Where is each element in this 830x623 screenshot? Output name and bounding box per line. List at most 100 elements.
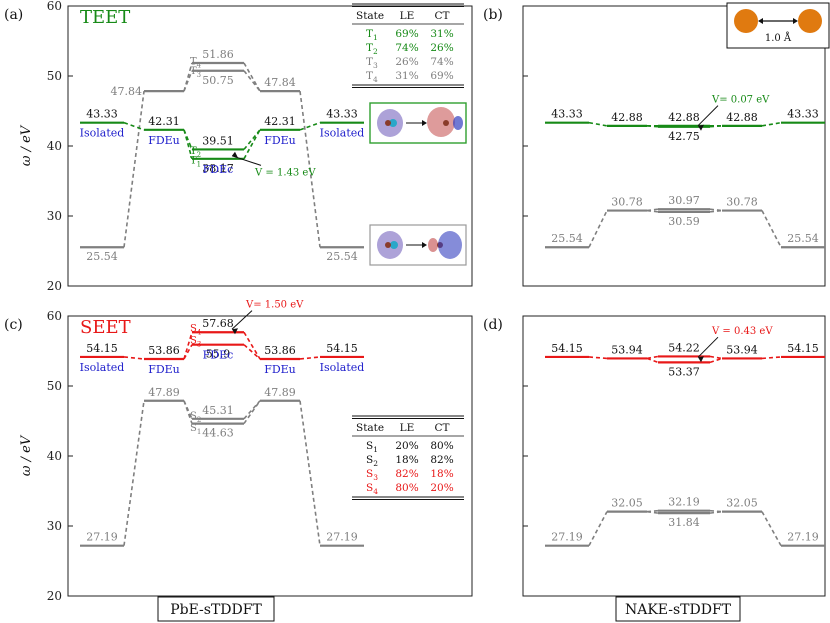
energy-value-label: 25.54 — [551, 232, 583, 245]
energy-value-label: 50.75 — [202, 74, 234, 87]
table-cell-state-subscript: 1 — [373, 445, 378, 454]
energy-value-label: 27.19 — [787, 531, 819, 544]
table-cell-state: T2 — [366, 42, 378, 56]
level-connector — [183, 344, 193, 360]
table-header: CT — [434, 10, 449, 22]
energy-value-label: 25.54 — [787, 232, 819, 245]
table-cell-state: S4 — [366, 482, 378, 496]
energy-value-label: 42.88 — [726, 111, 758, 124]
level-connector — [761, 121, 782, 127]
energy-value-label: 31.84 — [668, 516, 700, 529]
energy-value-label: 38.17 — [202, 162, 234, 175]
panel-a-tag: (a) — [4, 7, 23, 23]
state-label-subscript: 4 — [197, 329, 202, 337]
level-connector — [709, 209, 723, 213]
level-connector — [123, 400, 145, 546]
panel-a-title: TEET — [80, 7, 130, 28]
coupling-annotation: V= 1.50 eV — [245, 300, 304, 311]
table-cell-state-subscript: 3 — [373, 61, 378, 70]
annotation-arrowhead — [698, 124, 704, 131]
level-connector — [646, 209, 659, 213]
stage-label: FDEc — [203, 349, 234, 362]
energy-value-label: 42.88 — [611, 111, 643, 124]
y-tick-label: 40 — [47, 449, 62, 463]
y-tick-label: 20 — [47, 589, 62, 603]
y-tick-label: 60 — [47, 0, 62, 13]
state-label-subscript: 1 — [197, 161, 201, 169]
stage-label: FDEc — [203, 163, 234, 176]
table-cell-ct: 69% — [430, 70, 453, 82]
energy-value-label: 55.9 — [206, 348, 231, 361]
level-connector — [646, 125, 659, 128]
energy-value-label: 47.89 — [264, 386, 296, 399]
energy-value-label: 27.19 — [326, 531, 358, 544]
level-connector — [588, 210, 608, 248]
method-box-right — [615, 596, 741, 622]
energy-value-label: 44.63 — [202, 427, 234, 440]
table-cell-le: 74% — [395, 42, 418, 54]
state-label-subscript: 2 — [197, 416, 201, 424]
table-cell-state: T3 — [366, 56, 378, 70]
state-label: S3 — [190, 336, 201, 349]
level-connector — [243, 344, 261, 360]
energy-value-label: 42.88 — [668, 111, 700, 124]
level-connector — [709, 357, 723, 364]
table-cell-ct: 20% — [430, 482, 453, 494]
inset-distance-label: 1.0 Å — [765, 32, 792, 44]
annotation-arrowhead — [232, 328, 238, 335]
state-label-subscript: 2 — [197, 151, 201, 159]
level-connector — [123, 121, 145, 131]
level-connector — [243, 70, 261, 92]
table-cell-state-subscript: 2 — [373, 47, 378, 56]
energy-value-label: 45.31 — [202, 404, 234, 417]
state-label-subscript: 1 — [197, 428, 201, 436]
stage-label: Isolated — [320, 127, 365, 140]
energy-value-label: 54.15 — [787, 342, 819, 355]
level-connector — [183, 62, 193, 92]
table-cell-le: 82% — [395, 468, 418, 480]
energy-value-label: 42.31 — [264, 115, 296, 128]
y-tick-label: 30 — [47, 209, 62, 223]
table-cell-state-subscript: 4 — [373, 75, 378, 84]
method-label-left: PbE-sTDDFT — [170, 602, 262, 618]
level-connector — [761, 511, 782, 547]
state-label-subscript: 3 — [197, 341, 201, 349]
state-label-subscript: 4 — [197, 61, 202, 69]
table-cell-le: 69% — [395, 28, 418, 40]
energy-value-label: 30.78 — [611, 196, 643, 209]
annotation-arrowhead — [232, 151, 238, 158]
table-cell-le: 20% — [395, 440, 418, 452]
level-connector — [183, 332, 193, 360]
energy-value-label: 53.86 — [148, 344, 180, 357]
table-header: LE — [400, 10, 415, 22]
energy-value-label: 54.15 — [551, 342, 583, 355]
table-cell-ct: 80% — [430, 440, 453, 452]
stage-label: FDEu — [148, 134, 180, 147]
level-connector — [709, 510, 723, 514]
table-cell-state: S2 — [366, 454, 378, 468]
energy-value-label: 53.37 — [668, 365, 700, 378]
level-connector — [646, 357, 659, 364]
y-tick-label: 20 — [47, 279, 62, 293]
table-cell-le: 26% — [395, 56, 418, 68]
table-cell-state-subscript: 1 — [373, 33, 378, 42]
state-label: T4 — [190, 56, 202, 69]
level-connector — [123, 91, 145, 248]
energy-value-label: 32.05 — [726, 497, 758, 510]
level-connector — [123, 356, 145, 360]
table-cell-ct: 82% — [430, 454, 453, 466]
state-label: T3 — [190, 66, 201, 79]
level-connector — [299, 356, 321, 360]
table-header: LE — [400, 422, 415, 434]
method-label-right: NAKE-sTDDFT — [625, 602, 732, 618]
orbital-ct-illustration — [369, 102, 467, 144]
energy-value-label: 43.33 — [86, 108, 118, 121]
table-cell-state-subscript: 3 — [373, 473, 378, 482]
energy-value-label: 30.97 — [668, 194, 700, 207]
energy-value-label: 53.86 — [264, 344, 296, 357]
table-header: State — [356, 422, 384, 434]
energy-value-label: 54.15 — [86, 342, 118, 355]
table-cell-state-subscript: 4 — [373, 487, 378, 496]
state-label: T1 — [190, 156, 201, 169]
